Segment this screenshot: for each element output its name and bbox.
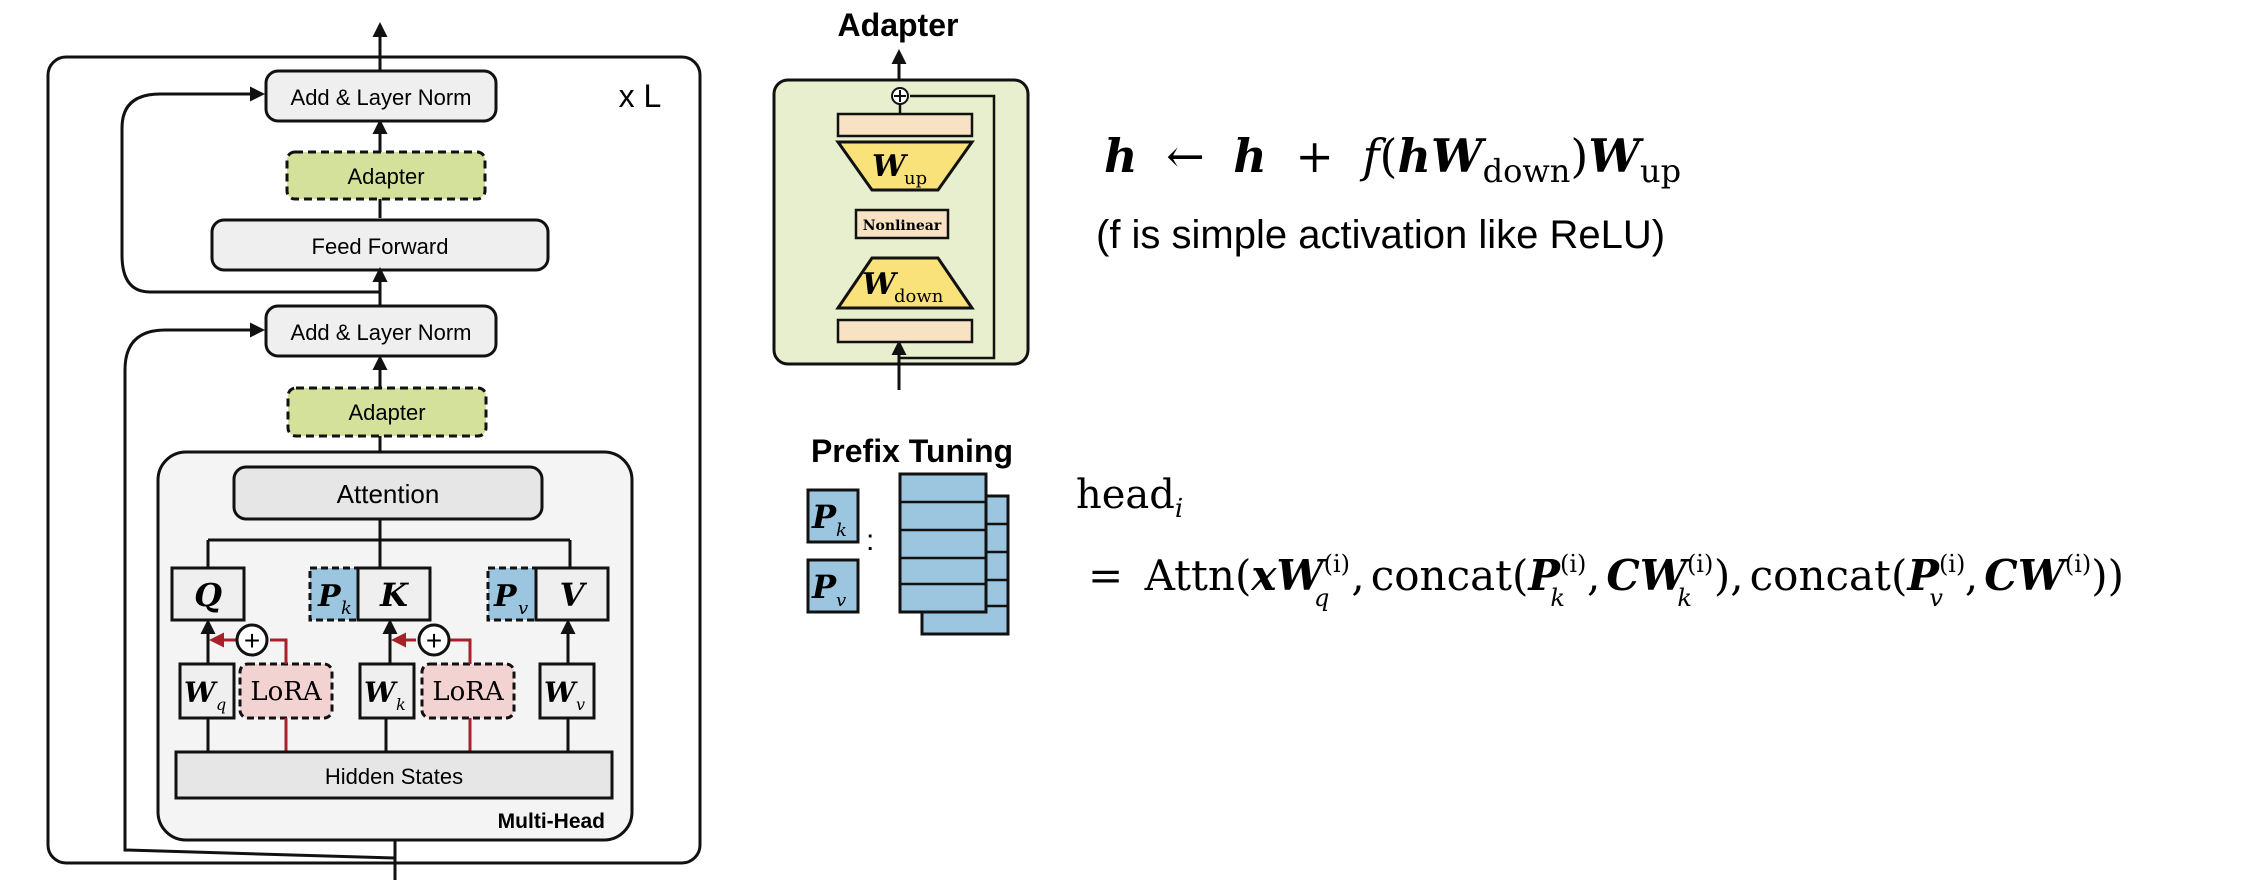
prefix-pk-sub: k xyxy=(836,520,847,541)
prefix-stack-front xyxy=(898,472,988,614)
svg-text:h ← h +: h ← h + f(hWdown)Wup xyxy=(1104,129,1681,190)
nonlinear-box xyxy=(854,208,950,240)
peq-attn: Attn xyxy=(1144,551,1235,600)
feed-forward: Feed Forward xyxy=(210,218,550,272)
peq-head-sub: i xyxy=(1175,494,1183,524)
prefix-value-sub: v xyxy=(518,598,528,619)
adapter-equation-note: (f is simple activation like ReLU) xyxy=(1096,213,1665,257)
eq-h2: h xyxy=(1233,129,1266,183)
svg-text:headi: headi xyxy=(1076,472,1183,524)
prefix-pv-box: P v xyxy=(806,558,860,614)
query-label: Q xyxy=(194,576,222,614)
wq-base: W xyxy=(184,676,218,709)
value-label: V xyxy=(560,576,588,614)
prefix-colon: : xyxy=(866,524,874,557)
wk-box: W k xyxy=(358,662,416,720)
lora-key-label: LoRA xyxy=(432,677,504,707)
prefix-pv-base: P xyxy=(811,568,837,606)
peq-sup-2: (i) xyxy=(1560,550,1586,578)
adapter-bottom-label: Adapter xyxy=(348,400,425,425)
svg-text:= Attn(xW(i)q,concat(P(i: = Attn(xW(i)q,concat(P(i)k,CW(i)k),conca… xyxy=(1088,550,2124,612)
adapter-module: Adapter W up Nonlinear W down xyxy=(772,7,1030,390)
key-label: K xyxy=(379,576,409,614)
peq-concat-2: concat xyxy=(1750,551,1891,600)
add-norm-top-label: Add & Layer Norm xyxy=(291,85,472,110)
eq-h3: h xyxy=(1397,129,1430,183)
wk-sub: k xyxy=(396,695,406,714)
transformer-block: Add & Layer Norm x L Adapter Feed Forwar… xyxy=(46,22,702,880)
prefix-value-box: P v xyxy=(486,566,542,622)
hidden-states-label: Hidden States xyxy=(325,764,463,789)
adapter-equation: h ← h + f(hWdown)Wup (f is simple activa… xyxy=(1096,129,1681,257)
multi-head-label: Multi-Head xyxy=(498,810,605,833)
eq-down-sub: down xyxy=(1483,152,1571,190)
lora-box-query: LoRA xyxy=(238,662,334,720)
prefix-pv-sub: v xyxy=(836,590,846,611)
query-box: Q xyxy=(170,566,246,622)
peq-k-sub-2: k xyxy=(1677,584,1692,612)
prefix-equation: headi = Attn(xW(i)q,concat(P(i)k,CW(i)k)… xyxy=(1076,472,2124,612)
w-up-trapezoid xyxy=(835,140,975,192)
eq-plus: + xyxy=(1295,129,1334,183)
eq-arrow: ← xyxy=(1166,129,1205,183)
wq-box: W q xyxy=(178,662,236,720)
value-box: V xyxy=(534,566,610,622)
wv-box: W v xyxy=(538,662,596,720)
lora-sum-query: + xyxy=(235,623,269,657)
peq-sup-5: (i) xyxy=(2065,550,2091,578)
w-up-base: W xyxy=(872,149,909,184)
lora-sum-query-plus: + xyxy=(244,625,260,656)
attention-box: Attention xyxy=(232,465,544,521)
lora-query-label: LoRA xyxy=(250,677,322,707)
repeat-label: x L xyxy=(619,78,662,114)
prefix-key-base: P xyxy=(317,579,342,614)
eq-up-sub: up xyxy=(1640,152,1681,190)
peq-concat-1: concat xyxy=(1371,551,1512,600)
adapter-top: Adapter xyxy=(285,150,487,201)
prefix-value-base: P xyxy=(493,579,518,614)
add-norm-bottom: Add & Layer Norm xyxy=(264,304,498,358)
peq-k-sub-1: k xyxy=(1550,584,1565,612)
key-box: K xyxy=(356,566,432,622)
peq-eq: = xyxy=(1088,551,1123,600)
feed-forward-label: Feed Forward xyxy=(312,234,449,259)
adapter-module-title: Adapter xyxy=(838,7,959,43)
eq-h1: h xyxy=(1104,129,1137,183)
adapter-bottom-bar xyxy=(836,318,974,344)
residual-path-attention xyxy=(123,322,396,860)
peq-sup-4: (i) xyxy=(1939,550,1965,578)
w-down-sub: down xyxy=(894,286,944,307)
prefix-tuning-title: Prefix Tuning xyxy=(811,433,1013,469)
adapter-top-bar xyxy=(836,112,974,138)
residual-path-ffn xyxy=(120,86,380,294)
prefix-key-sub: k xyxy=(341,598,352,619)
lora-sum-key: + xyxy=(417,623,451,657)
w-down-base: W xyxy=(862,267,899,302)
prefix-key-box: P k xyxy=(308,566,364,622)
adapter-bottom: Adapter xyxy=(286,386,488,438)
wq-sub: q xyxy=(216,695,226,714)
lora-box-key: LoRA xyxy=(420,662,516,720)
w-down-trapezoid xyxy=(835,256,975,310)
add-norm-bottom-label: Add & Layer Norm xyxy=(291,320,472,345)
peq-head: head xyxy=(1076,472,1175,518)
prefix-tuning: Prefix Tuning P k : P v xyxy=(806,433,1013,636)
wv-base: W xyxy=(544,676,578,709)
lora-sum-key-plus: + xyxy=(426,625,442,656)
w-up-sub: up xyxy=(904,168,927,189)
peq-sup-1: (i) xyxy=(1324,550,1350,578)
nonlinear-label: Nonlinear xyxy=(863,218,942,234)
add-norm-top: Add & Layer Norm xyxy=(264,69,498,123)
attention-label: Attention xyxy=(337,479,440,509)
hidden-states-box: Hidden States xyxy=(174,750,614,800)
peq-q-sub: q xyxy=(1314,584,1329,612)
prefix-pk-base: P xyxy=(811,498,837,536)
prefix-pk-box: P k xyxy=(806,488,860,544)
peq-sup-3: (i) xyxy=(1687,550,1713,578)
peq-v-sub: v xyxy=(1929,584,1943,612)
adapter-top-label: Adapter xyxy=(347,164,424,189)
wk-base: W xyxy=(364,676,398,709)
wv-sub: v xyxy=(576,695,585,714)
